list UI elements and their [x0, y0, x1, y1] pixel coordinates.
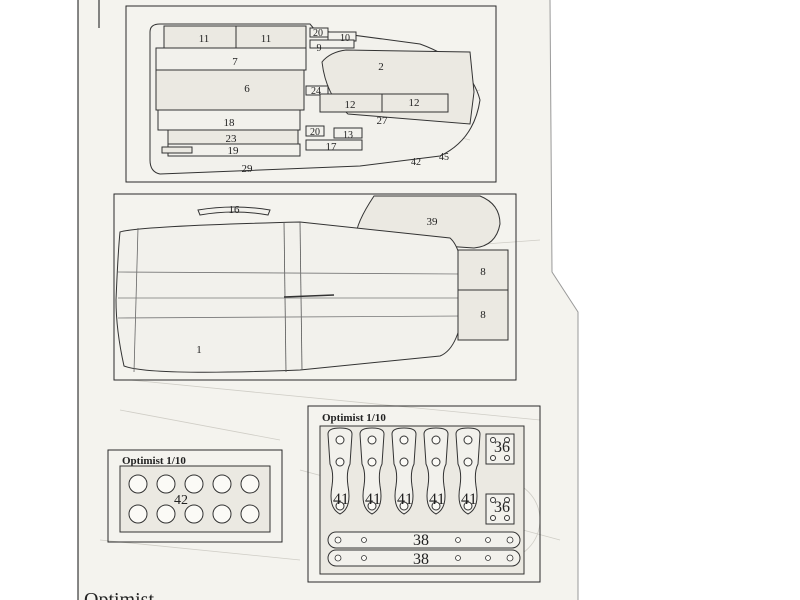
part-label: 20: [310, 127, 320, 138]
part-label: 12: [345, 99, 356, 111]
part-label: 17: [326, 141, 338, 153]
part-label: 41: [333, 491, 349, 508]
part-label: 27: [377, 115, 389, 127]
part-label: 38: [413, 551, 429, 568]
washer-holes: [128, 474, 260, 524]
part-label: 10: [340, 33, 350, 44]
part-label: 9: [317, 43, 322, 54]
part-label: 8: [480, 309, 486, 321]
part-label: 29: [242, 163, 254, 175]
part-label: 42: [411, 157, 421, 168]
tiller-strips: [327, 531, 521, 567]
part-label: 2: [378, 61, 384, 73]
part-label: 11: [199, 33, 210, 45]
card-title: Optimist 1/10: [122, 455, 186, 467]
part-label: 45: [439, 152, 449, 163]
part-label: 7: [232, 56, 238, 68]
part-label: 18: [224, 117, 236, 129]
top-parts-panel: [125, 5, 497, 183]
part-label: 23: [226, 133, 238, 145]
paper-right-edge: [549, 0, 579, 600]
part-label: 41: [429, 491, 445, 508]
part-label: 41: [365, 491, 381, 508]
part-label: 12: [409, 97, 420, 109]
gudgeon-plates: [485, 433, 515, 525]
part-label: 42: [174, 493, 188, 508]
part-label: 11: [261, 33, 272, 45]
card-title: Optimist 1/10: [322, 412, 386, 424]
part-label: 36: [494, 499, 510, 516]
part-label: 20: [313, 28, 323, 39]
right-card-labels: 41 41 41 41 41 36 36 38 38: [333, 439, 510, 568]
sheet-title: Optimist: [84, 589, 154, 600]
part-label: 24: [311, 86, 321, 97]
part-label: 8: [480, 266, 486, 278]
middle-parts-panel: [113, 193, 517, 381]
part-label: 41: [397, 491, 413, 508]
part-label: 36: [494, 439, 510, 456]
rudder-fittings: [327, 427, 481, 515]
top-panel-labels: 11 11 7 6 18 23 19 29 20 10 9 2 24 12 12…: [199, 28, 449, 175]
part-label: 6: [244, 83, 250, 95]
part-label: 19: [228, 145, 240, 157]
right-parts-card: Optimist 1/10 41 41 41 41: [307, 405, 541, 583]
part-label: 41: [461, 491, 477, 508]
part-label: 1: [196, 344, 202, 356]
left-parts-card: Optimist 1/10 42: [107, 449, 283, 543]
part-label: 16: [229, 204, 241, 216]
part-label: 38: [413, 532, 429, 549]
middle-panel-labels: 16 39 8 8 1: [196, 204, 486, 356]
part-label: 39: [427, 216, 439, 228]
part-label: 13: [343, 130, 353, 141]
